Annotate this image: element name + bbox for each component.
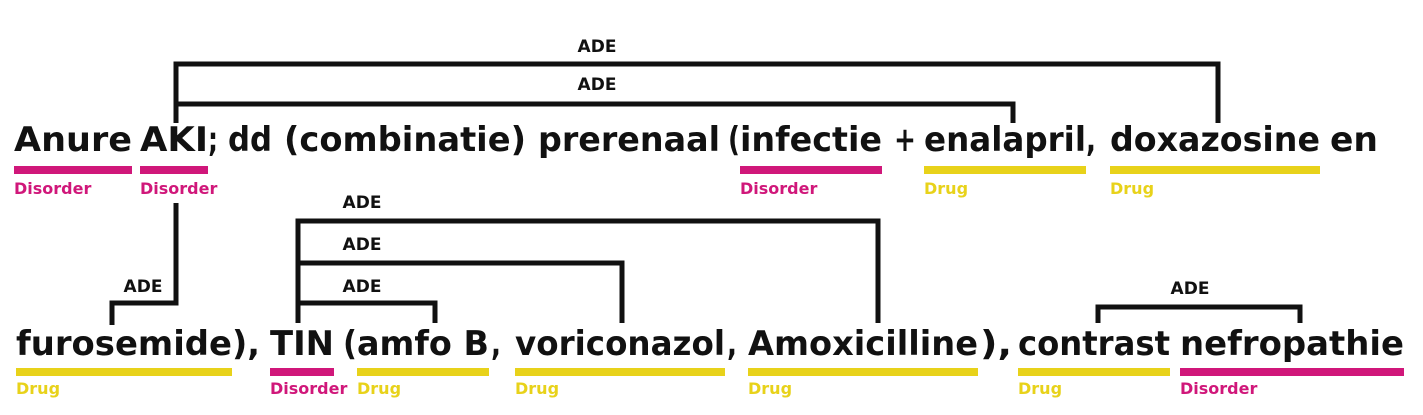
token-text: voriconazol [515,324,725,364]
token-text: , [727,324,737,364]
relation-line [295,260,625,323]
entity-label: Drug [357,379,401,398]
relation-label: ADE [124,277,163,297]
relation-arc-tin-voriconazol: ADE [295,235,625,323]
relation-label: ADE [1171,279,1210,299]
token-aki: AKI Disorder [140,120,217,198]
entity-label: Disorder [270,379,347,398]
token-text: (combinatie) [284,120,526,160]
token-text: AKI [140,120,208,160]
token-comma1: , [1086,120,1096,160]
token-comma3: , [727,324,737,364]
token-closeparen1: ), [232,324,260,364]
entity-underline-disorder [14,166,132,174]
entity-underline-drug [924,166,1086,174]
token-text: , [1086,120,1096,160]
relation-label: ADE [343,193,382,213]
token-text: enalapril [924,120,1086,160]
entity-label: Disorder [1180,379,1257,398]
relation-label: ADE [343,277,382,297]
token-text: amfo B [357,324,489,364]
token-amfob: amfo B Drug [357,324,489,398]
entity-underline-disorder [140,166,208,174]
entity-label: Drug [1110,179,1154,198]
token-text: prerenaal [538,120,720,160]
entity-label: Drug [1018,379,1062,398]
token-comma2: , [491,324,501,364]
relation-arc-contrast-nefropathie: ADE [1095,279,1303,323]
token-text: contrast [1018,324,1170,364]
token-text: + [894,120,916,160]
entity-underline-drug [515,368,725,376]
token-prerenaal: prerenaal [538,120,720,160]
token-text: en [1330,120,1378,160]
relation-label: ADE [343,235,382,255]
entity-underline-drug [357,368,489,376]
token-plus: + [894,120,916,160]
token-combinatie: (combinatie) [284,120,526,160]
token-paren2: ( [343,324,357,364]
token-text: Amoxicilline [748,324,978,364]
token-closeparen2: ), [980,324,1012,364]
relation-arc-tin-amfob: ADE [295,277,438,323]
token-text: infectie [740,120,882,160]
token-text: doxazosine [1110,120,1320,160]
token-en: en [1330,120,1378,160]
token-text: ( [728,120,740,160]
entity-label: Disorder [14,179,91,198]
token-text: ; [208,120,218,160]
entity-underline-disorder [270,368,334,376]
relation-line [173,101,1016,123]
entity-label: Drug [16,379,60,398]
entity-label: Disorder [740,179,817,198]
token-text: nefropathie [1180,324,1404,364]
relation-arc-aki-enalapril: ADE [173,75,1016,123]
entity-underline-drug [748,368,978,376]
token-text: ), [980,324,1012,364]
token-tin: TIN Disorder [270,324,347,398]
token-text: , [491,324,501,364]
token-text: TIN [270,324,334,364]
relation-line [1095,304,1303,323]
token-paren1: ( [728,120,740,160]
entity-underline-disorder [1180,368,1404,376]
token-text: dd [228,120,272,160]
entity-underline-disorder [740,166,882,174]
entity-underline-drug [1018,368,1170,376]
relation-arc-aki-furosemide: ADE [109,203,179,325]
entity-label: Disorder [140,179,217,198]
token-dd: dd [228,120,272,160]
entity-label: Drug [515,379,559,398]
relation-line [173,61,1221,123]
relation-arc-aki-doxazosine: ADE [173,37,1221,123]
relation-line [295,218,881,323]
token-text: furosemide [16,324,232,364]
relation-line [295,300,438,323]
relation-label: ADE [578,37,617,57]
token-text: Anure [14,120,132,160]
token-text: ), [232,324,260,364]
entity-label: Drug [924,179,968,198]
entity-underline-drug [16,368,232,376]
token-text: ( [343,324,357,364]
token-semi: ; [208,120,218,160]
relation-line [109,203,179,325]
entity-underline-drug [1110,166,1320,174]
entity-label: Drug [748,379,792,398]
relation-label: ADE [578,75,617,95]
